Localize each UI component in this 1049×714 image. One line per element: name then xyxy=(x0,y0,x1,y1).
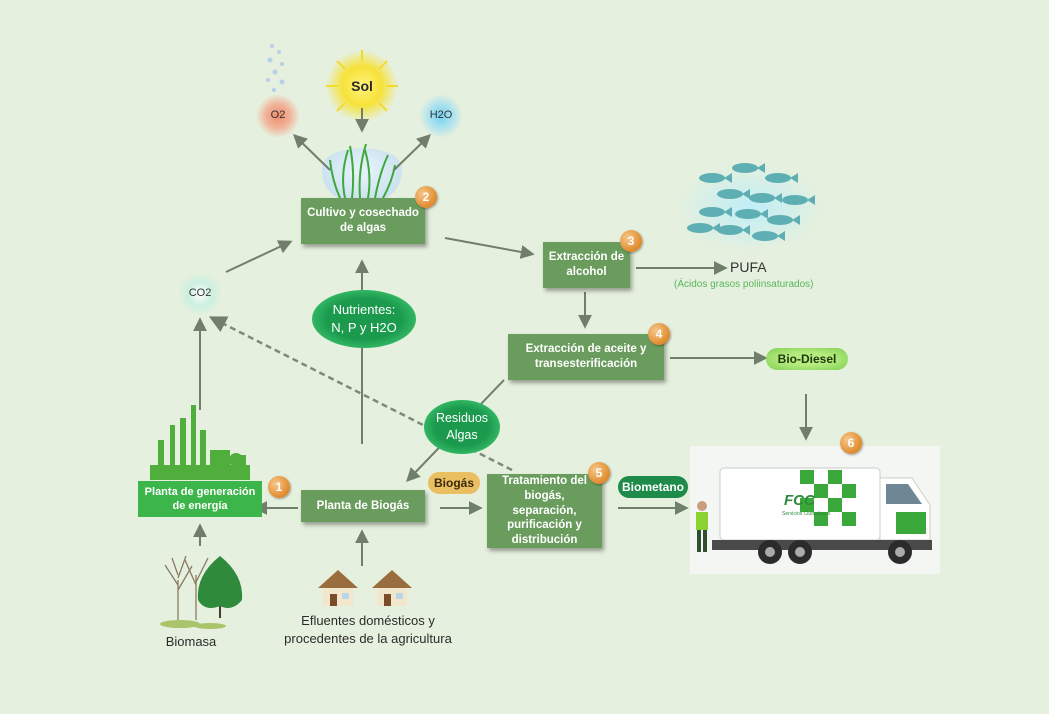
arrow-cultivo-to-h2o xyxy=(393,134,432,171)
fish-glow xyxy=(675,163,825,253)
tratamiento-label: Tratamiento del biogás, separación, puri… xyxy=(502,474,587,547)
biomasa-label: Biomasa xyxy=(165,634,217,649)
step-badge-5: 5 xyxy=(588,462,610,484)
truck-logo-sub: Servicios Ciudadanos xyxy=(782,511,831,517)
extraccion-alcohol-label: Extracción de alcohol xyxy=(548,251,625,278)
step-badge-1: 1 xyxy=(268,476,290,498)
extraccion-aceite-box: Extracción de aceite y transesterificaci… xyxy=(508,334,664,380)
algae-bowl-icon xyxy=(322,143,402,205)
planta-biogas-label: Planta de Biogás xyxy=(316,499,410,512)
residuos-oval: Residuos Algas xyxy=(424,400,500,454)
planta-energia-label: Planta de generación de energía xyxy=(144,485,256,512)
h2o-glow xyxy=(419,94,463,138)
biometano-pill: Biometano xyxy=(618,476,688,498)
sun-label: Sol xyxy=(351,78,373,94)
pufa-subtitle: (Ácidos grasos poliinsaturados) xyxy=(674,279,814,290)
arrow-cultivo-to-o2 xyxy=(292,134,331,171)
planta-energia-box: Planta de generación de energía xyxy=(138,481,262,517)
fish-school-icon xyxy=(687,163,815,241)
step-badge-2: 2 xyxy=(415,186,437,208)
worker-icon xyxy=(696,501,708,552)
efluentes-label: Efluentes domésticos y procedentes de la… xyxy=(284,613,452,646)
trees-icon xyxy=(160,555,243,629)
bubbles-icon xyxy=(266,44,285,92)
arrow-co2-to-cultivo xyxy=(225,240,293,273)
nutrientes-title: Nutrientes: xyxy=(332,302,396,318)
step-badge-3: 3 xyxy=(620,230,642,252)
nutrientes-oval: Nutrientes: N, P y H2O xyxy=(312,290,416,348)
tratamiento-box: Tratamiento del biogás, separación, puri… xyxy=(487,474,602,548)
garbage-truck-icon xyxy=(690,446,940,574)
step-badge-6: 6 xyxy=(840,432,862,454)
h2o-label: H2O xyxy=(429,109,453,121)
houses-icon xyxy=(318,570,412,606)
residuos-sub: Algas xyxy=(446,428,478,442)
co2-label: CO2 xyxy=(188,287,212,299)
o2-label: O2 xyxy=(270,109,286,121)
residuos-title: Residuos xyxy=(435,411,489,426)
extraccion-aceite-label: Extracción de aceite y transesterificaci… xyxy=(525,343,647,370)
cultivo-label: Cultivo y cosechado de algas xyxy=(307,207,419,234)
cultivo-box: Cultivo y cosechado de algas xyxy=(301,198,425,244)
extraccion-alcohol-box: Extracción de alcohol xyxy=(543,242,630,288)
biogas-pill: Biogás xyxy=(428,472,480,494)
o2-glow xyxy=(256,94,300,138)
co2-glow xyxy=(178,272,222,316)
pufa-label: PUFA xyxy=(730,259,767,275)
biodiesel-pill: Bio-Diesel xyxy=(766,348,848,370)
planta-biogas-box: Planta de Biogás xyxy=(301,490,425,522)
truck-logo: FCC xyxy=(784,492,815,509)
arrow-cultivo-to-alcohol xyxy=(444,237,535,259)
step-badge-4: 4 xyxy=(648,323,670,345)
power-plant-icon xyxy=(150,405,250,480)
nutrientes-sub: N, P y H2O xyxy=(331,320,397,335)
arrow-tratamiento-to-co2 xyxy=(208,316,513,472)
